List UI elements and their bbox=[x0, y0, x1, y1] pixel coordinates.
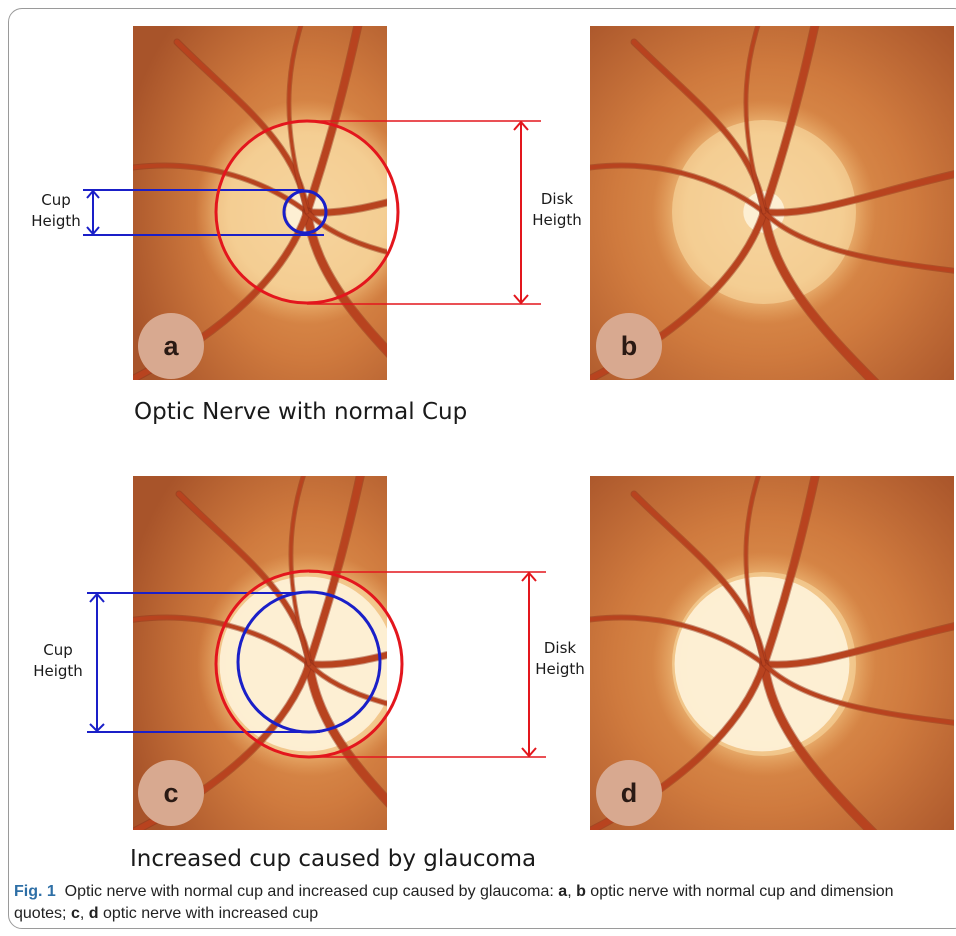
row-title-normal: Optic Nerve with normal Cup bbox=[134, 399, 467, 425]
caption-sep-1: , bbox=[567, 883, 576, 900]
cup-height-label-a: Cup Heigth bbox=[26, 190, 86, 232]
caption-ref-d: d bbox=[89, 905, 99, 922]
caption-ref-a: a bbox=[558, 883, 567, 900]
caption-sep-2: , bbox=[80, 905, 89, 922]
figure-caption: Fig. 1 Optic nerve with normal cup and i… bbox=[14, 881, 944, 925]
panel-label-b: b bbox=[596, 313, 662, 379]
disk-height-label-a: Disk Heigth bbox=[527, 189, 587, 231]
caption-fig-label: Fig. 1 bbox=[14, 883, 56, 900]
caption-text-1: Optic nerve with normal cup and increase… bbox=[65, 883, 559, 900]
caption-text-3: optic nerve with increased cup bbox=[99, 905, 319, 922]
panel-label-a: a bbox=[138, 313, 204, 379]
row-title-glaucoma: Increased cup caused by glaucoma bbox=[130, 846, 536, 872]
caption-ref-b: b bbox=[576, 883, 586, 900]
cup-height-label-c: Cup Heigth bbox=[28, 640, 88, 682]
caption-ref-c: c bbox=[71, 905, 80, 922]
panel-label-d: d bbox=[596, 760, 662, 826]
disk-height-label-c: Disk Heigth bbox=[530, 638, 590, 680]
panel-label-c: c bbox=[138, 760, 204, 826]
